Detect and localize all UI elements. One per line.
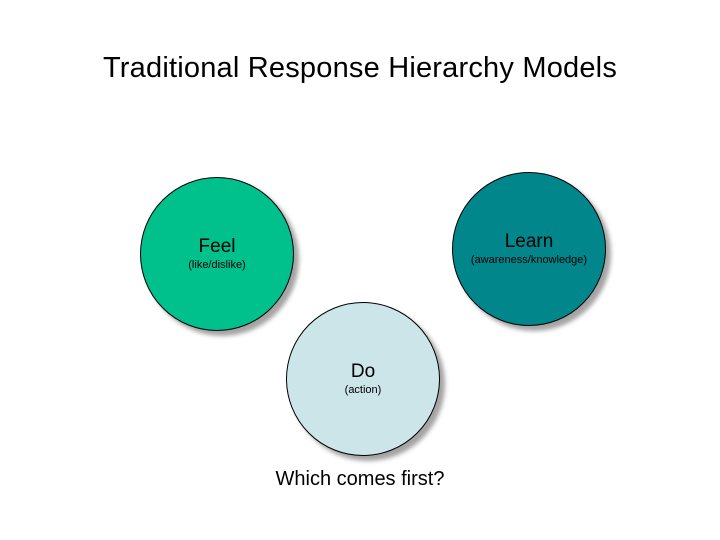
circle-feel[interactable]: Feel (like/dislike) — [140, 177, 294, 331]
circle-learn-label: Learn — [504, 230, 554, 252]
circle-do-label: Do — [350, 360, 376, 382]
circle-learn[interactable]: Learn (awareness/knowledge) — [452, 172, 606, 326]
question-text: Which comes first? — [275, 468, 445, 490]
circle-do[interactable]: Do (action) — [286, 302, 440, 456]
circle-feel-sublabel: (like/dislike) — [188, 258, 246, 271]
circle-learn-sublabel: (awareness/knowledge) — [470, 253, 588, 266]
circle-do-sublabel: (action) — [344, 383, 382, 396]
page-title: Traditional Response Hierarchy Models — [102, 52, 618, 84]
circle-feel-label: Feel — [198, 235, 236, 257]
